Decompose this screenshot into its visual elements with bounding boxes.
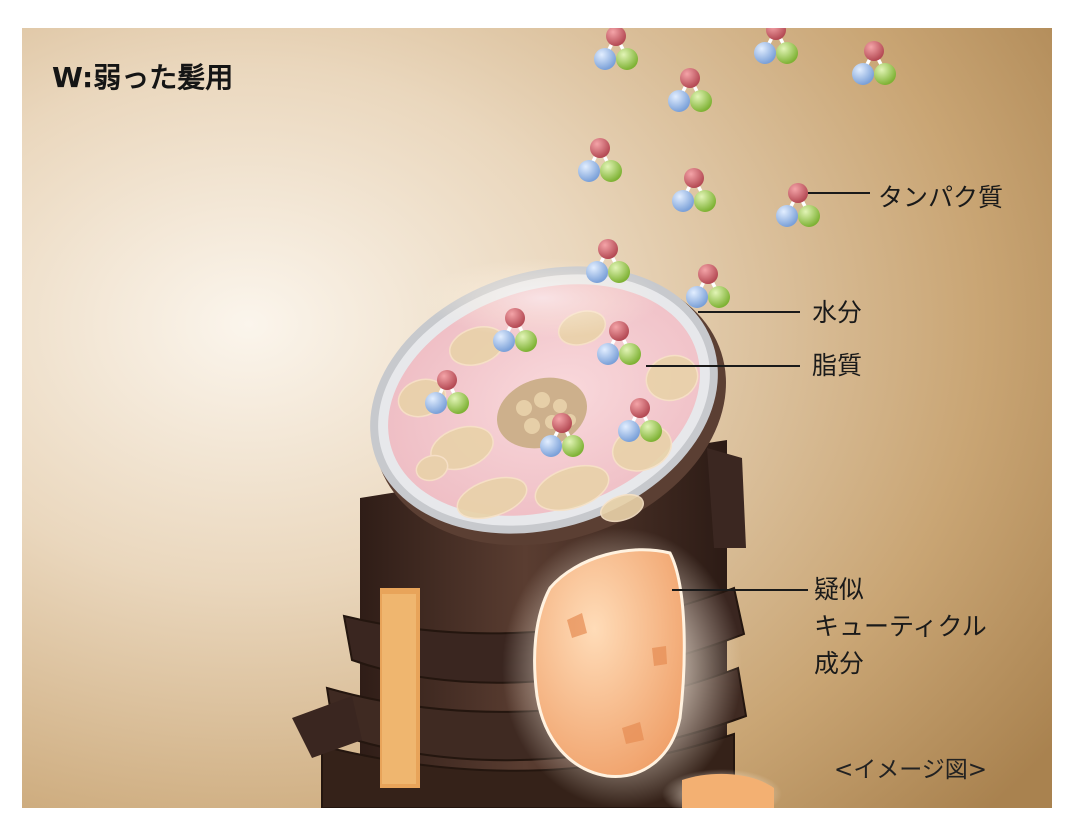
page-title: W:弱った髪用 bbox=[52, 61, 234, 94]
image-caption: <イメージ図> bbox=[834, 757, 988, 783]
label-pseudo-cuticle-line1: 疑似 bbox=[814, 575, 865, 604]
label-lipid: 脂質 bbox=[812, 351, 863, 380]
illustration-panel: W:弱った髪用 タンパク質 水分 脂質 疑似 キューティクル 成分 <イメージ図… bbox=[22, 28, 1052, 808]
hair-cross-section-illustration bbox=[22, 28, 1052, 808]
label-pseudo-cuticle: 疑似 キューティクル 成分 bbox=[814, 571, 987, 682]
label-water: 水分 bbox=[812, 298, 863, 327]
label-pseudo-cuticle-line3: 成分 bbox=[814, 649, 865, 678]
label-protein: タンパク質 bbox=[878, 183, 1004, 212]
label-pseudo-cuticle-line2: キューティクル bbox=[814, 612, 987, 641]
